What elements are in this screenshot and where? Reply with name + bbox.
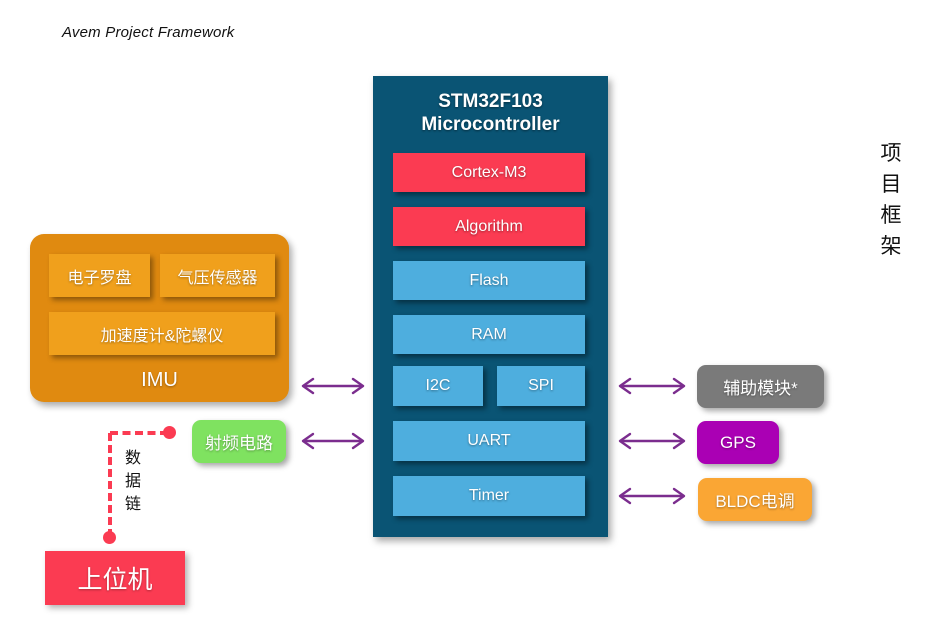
page-title: Avem Project Framework <box>62 24 235 41</box>
arrow-rf-to-mcu <box>297 431 369 451</box>
mcu-title-line1: STM32F103 <box>438 91 543 112</box>
imu-sensor-barometer[interactable]: 气压传感器 <box>160 254 275 297</box>
module-host-computer[interactable]: 上位机 <box>45 551 185 605</box>
arrow-mcu-to-auxiliary <box>614 376 690 396</box>
mcu-title-line2: Microcontroller <box>421 114 560 135</box>
module-auxiliary[interactable]: 辅助模块* <box>697 365 824 408</box>
side-caption-char: 架 <box>880 235 902 258</box>
arrow-mcu-to-gps <box>614 431 690 451</box>
module-rf-circuit[interactable]: 射频电路 <box>192 420 286 463</box>
imu-label: IMU <box>141 369 178 391</box>
mcu-block-flash[interactable]: Flash <box>393 261 585 300</box>
mcu-container: STM32F103 Microcontroller Cortex-M3 Algo… <box>373 76 608 537</box>
datalink-connector: 数 据 链 <box>100 425 180 545</box>
datalink-label-char: 数 <box>124 450 141 467</box>
mcu-title: STM32F103 Microcontroller <box>373 90 608 136</box>
side-caption-char: 目 <box>880 173 902 196</box>
module-bldc-esc[interactable]: BLDC电调 <box>698 478 812 521</box>
datalink-dash-horizontal <box>110 431 168 435</box>
datalink-endpoint-dot <box>163 426 176 439</box>
mcu-block-ram[interactable]: RAM <box>393 315 585 354</box>
arrow-mcu-to-bldc <box>614 486 690 506</box>
datalink-label-char: 链 <box>124 496 141 513</box>
imu-container: 电子罗盘 气压传感器 加速度计&陀螺仪 IMU <box>30 234 289 402</box>
mcu-block-cortex-m3[interactable]: Cortex-M3 <box>393 153 585 192</box>
mcu-block-spi[interactable]: SPI <box>497 366 585 406</box>
arrow-imu-to-mcu <box>297 376 369 396</box>
datalink-dash-vertical <box>108 433 112 537</box>
module-gps[interactable]: GPS <box>697 421 779 464</box>
imu-sensor-accel-gyro[interactable]: 加速度计&陀螺仪 <box>49 312 275 355</box>
imu-sensor-compass[interactable]: 电子罗盘 <box>49 254 150 297</box>
mcu-block-algorithm[interactable]: Algorithm <box>393 207 585 246</box>
mcu-block-i2c[interactable]: I2C <box>393 366 483 406</box>
datalink-label-char: 据 <box>124 473 141 490</box>
mcu-block-timer[interactable]: Timer <box>393 476 585 516</box>
side-caption-char: 项 <box>880 142 902 165</box>
mcu-block-uart[interactable]: UART <box>393 421 585 461</box>
side-caption-char: 框 <box>880 204 902 227</box>
datalink-label: 数 据 链 <box>122 447 144 516</box>
datalink-endpoint-dot <box>103 531 116 544</box>
side-caption: 项 目 框 架 <box>878 138 904 262</box>
